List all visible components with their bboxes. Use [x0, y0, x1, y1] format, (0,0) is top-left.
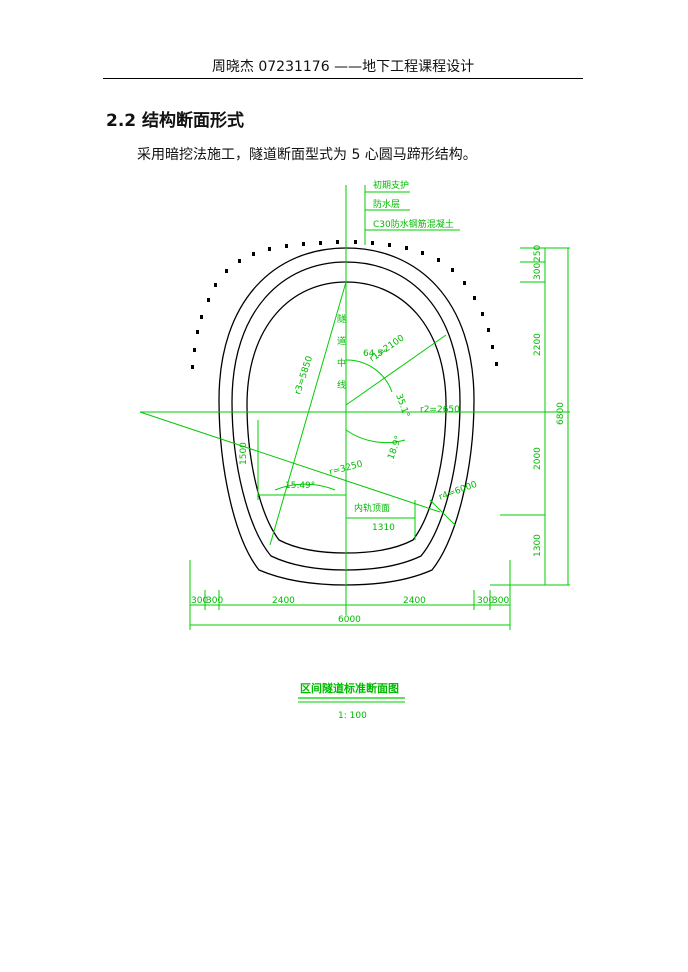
label-angle-1: 64.5°: [363, 349, 388, 359]
label-waterproof-layer: 防水层: [373, 198, 400, 210]
section-title: 2.2 结构断面形式: [106, 111, 245, 131]
body-paragraph: 采用暗挖法施工，隧道断面型式为 5 心圆马蹄形结构。: [137, 147, 477, 163]
label-r-bottom: r4=6000: [438, 480, 479, 503]
header-rule: [103, 78, 583, 79]
label-dim-right-4: 2000: [533, 447, 543, 470]
label-primary-support: 初期支护: [373, 179, 409, 191]
tunnel-center-char-2: 道: [337, 335, 346, 347]
tunnel-center-char-4: 线: [337, 379, 346, 391]
page-header: 周晓杰 07231176 ——地下工程课程设计: [211, 59, 475, 75]
label-dim-bottom-2: 300: [206, 596, 223, 606]
label-angle-4: 18.9°: [386, 435, 404, 461]
caption-scale: 1: 100: [338, 711, 367, 721]
label-dim-inner: 1310: [372, 523, 395, 533]
label-dim-right-1: 250: [533, 245, 543, 262]
middle-ring: [231, 261, 461, 571]
label-r-right: r2=2650: [420, 405, 460, 415]
label-dim-bottom-1: 300: [191, 596, 208, 606]
label-angle-3: 15.49°: [285, 481, 315, 491]
tunnel-center-char-1: 隧: [337, 313, 346, 325]
label-dim-left: 1500: [239, 442, 249, 465]
construction-lines: [139, 185, 570, 630]
label-dim-right-5: 1300: [533, 534, 543, 557]
label-dim-bottom-5: 300: [477, 596, 494, 606]
label-dim-right-total: 6800: [556, 402, 566, 425]
label-dim-bottom-6: 300: [492, 596, 509, 606]
tunnel-center-label: 隧 道 中 线: [337, 313, 346, 391]
inner-lining: [246, 281, 447, 554]
tunnel-cross-section-drawing: 初期支护 防水层 C30防水钢筋混凝土 r1=2100 r2=2650 r3=5…: [139, 179, 570, 721]
tunnel-center-char-3: 中: [337, 357, 346, 369]
label-r-left: r3=5850: [293, 355, 315, 396]
drawing-caption: 区间隧道标准断面图 1: 100: [298, 681, 405, 721]
label-dim-bottom-4: 2400: [403, 596, 426, 606]
label-dim-bottom-total: 6000: [338, 615, 361, 625]
label-dim-right-2: 300: [533, 263, 543, 280]
label-rail-top: 内轨顶面: [354, 502, 390, 514]
label-angle-2: 35.1°: [393, 393, 411, 419]
label-dim-right-3: 2200: [533, 333, 543, 356]
label-dim-bottom-3: 2400: [272, 596, 295, 606]
caption-title: 区间隧道标准断面图: [300, 681, 399, 695]
rock-bolts: [191, 240, 498, 369]
label-c30-concrete: C30防水钢筋混凝土: [373, 218, 454, 230]
